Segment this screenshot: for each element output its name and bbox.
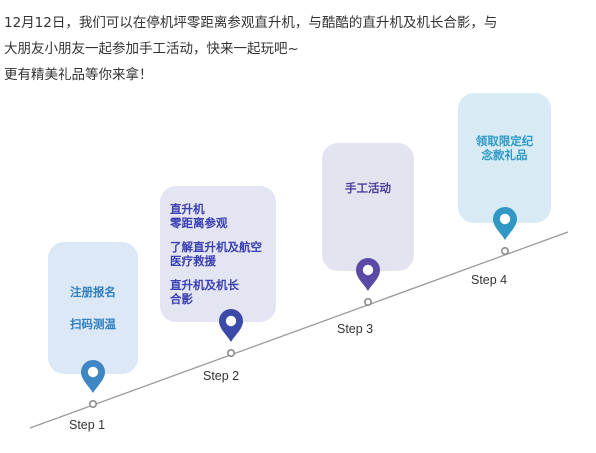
intro-line-2: 大朋友小朋友一起参加手工活动，快来一起玩吧~ — [4, 41, 299, 57]
step-4-card: 领取限定纪 念款礼品 — [458, 93, 551, 223]
step-3-card: 手工活动 — [322, 143, 414, 271]
step-2-item-3: 直升机及机长 合影 — [170, 278, 239, 306]
step-1-node — [89, 399, 98, 408]
step-2-item-2: 了解直升机及航空 医疗救援 — [170, 240, 262, 268]
intro-line-3: 更有精美礼品等你来拿！ — [4, 67, 153, 83]
step-4-node — [500, 247, 509, 256]
step-4-label: Step 4 — [471, 273, 508, 287]
step-1-card: 注册报名 扫码测温 — [48, 242, 138, 374]
step-4-pin-icon — [493, 207, 517, 240]
intro-text: 12月12日，我们可以在停机坪零距离参观直升机，与酷酷的直升机及机长合影，与 大… — [4, 10, 592, 88]
step-2-item-1: 直升机 零距离参观 — [170, 202, 228, 230]
step-2-label: Step 2 — [203, 369, 240, 383]
timeline-axis — [29, 231, 569, 429]
step-2-pin-icon — [219, 309, 243, 342]
step-4-item-1: 领取限定纪 念款礼品 — [475, 134, 534, 162]
step-1-label: Step 1 — [69, 418, 106, 432]
step-1-item-2: 扫码测温 — [70, 317, 116, 331]
step-3-pin-icon — [356, 258, 380, 291]
step-2-card: 直升机 零距离参观 了解直升机及航空 医疗救援 直升机及机长 合影 — [160, 186, 276, 322]
step-3-label: Step 3 — [337, 322, 374, 336]
step-1-pin-icon — [81, 360, 105, 393]
step-3-item-1: 手工活动 — [345, 181, 391, 195]
step-3-node — [363, 297, 372, 306]
step-1-item-1: 注册报名 — [70, 285, 116, 299]
intro-line-1: 12月12日，我们可以在停机坪零距离参观直升机，与酷酷的直升机及机长合影，与 — [4, 15, 498, 31]
step-2-node — [227, 348, 236, 357]
